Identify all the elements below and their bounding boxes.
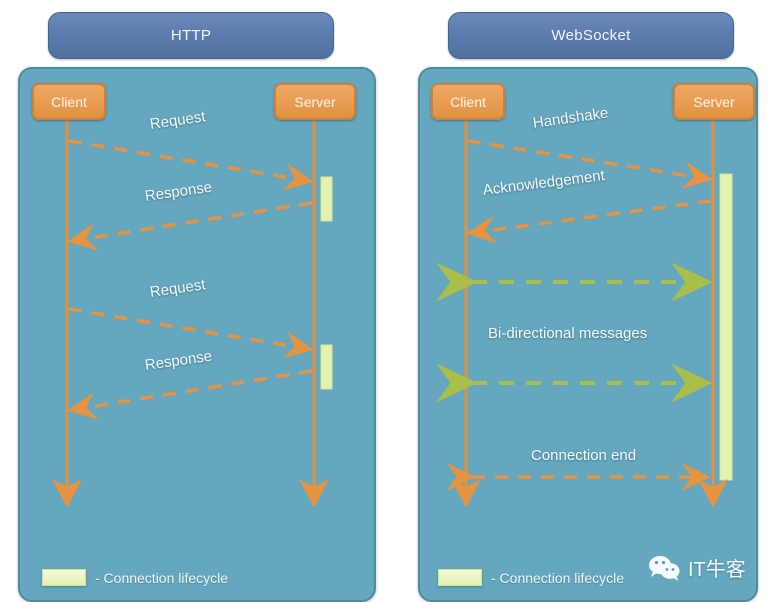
http-actor-server[interactable]: Server: [274, 83, 356, 120]
websocket-sequence-graphics: [436, 114, 733, 508]
http-legend-swatch: [42, 569, 86, 586]
http-message-arrow-4: [67, 369, 313, 420]
http-message-arrow-1: [68, 139, 314, 191]
http-actor-client-label: Client: [51, 93, 87, 110]
http-activation-1: [320, 176, 333, 222]
http-activation-2: [320, 344, 333, 390]
http-panel: Client Server Request Response Request R…: [18, 67, 376, 602]
websocket-message-arrow-2: [466, 199, 712, 244]
websocket-actor-client[interactable]: Client: [431, 83, 505, 120]
websocket-actor-server[interactable]: Server: [673, 83, 755, 120]
websocket-actor-server-label: Server: [693, 93, 735, 110]
websocket-message-arrow-1: [467, 139, 713, 189]
websocket-legend: - Connection lifecycle: [438, 569, 624, 586]
http-message-arrow-2: [67, 201, 313, 251]
websocket-panel: Client Server Handshake Acknowledgement …: [418, 67, 758, 602]
http-title-text: HTTP: [170, 27, 212, 44]
wechat-icon: [648, 554, 682, 582]
websocket-legend-swatch: [438, 569, 482, 586]
http-title-bar: HTTP: [48, 12, 334, 59]
websocket-message-label-4: Connection end: [531, 447, 637, 464]
http-sequence-graphics: [52, 114, 333, 508]
websocket-title-bar: WebSocket: [448, 12, 734, 59]
http-actor-client[interactable]: Client: [32, 83, 106, 120]
watermark-text: IT牛客: [688, 559, 746, 581]
http-message-arrow-3: [68, 307, 314, 359]
http-legend: - Connection lifecycle: [42, 569, 228, 586]
websocket-activation-1: [719, 173, 733, 481]
http-legend-label: - Connection lifecycle: [95, 569, 229, 586]
websocket-actor-client-label: Client: [450, 93, 486, 110]
watermark: IT牛客: [648, 553, 746, 582]
websocket-title-text: WebSocket: [551, 27, 631, 44]
websocket-message-label-3: Bi-directional messages: [488, 325, 648, 342]
http-actor-server-label: Server: [294, 93, 336, 110]
websocket-legend-label: - Connection lifecycle: [491, 569, 625, 586]
